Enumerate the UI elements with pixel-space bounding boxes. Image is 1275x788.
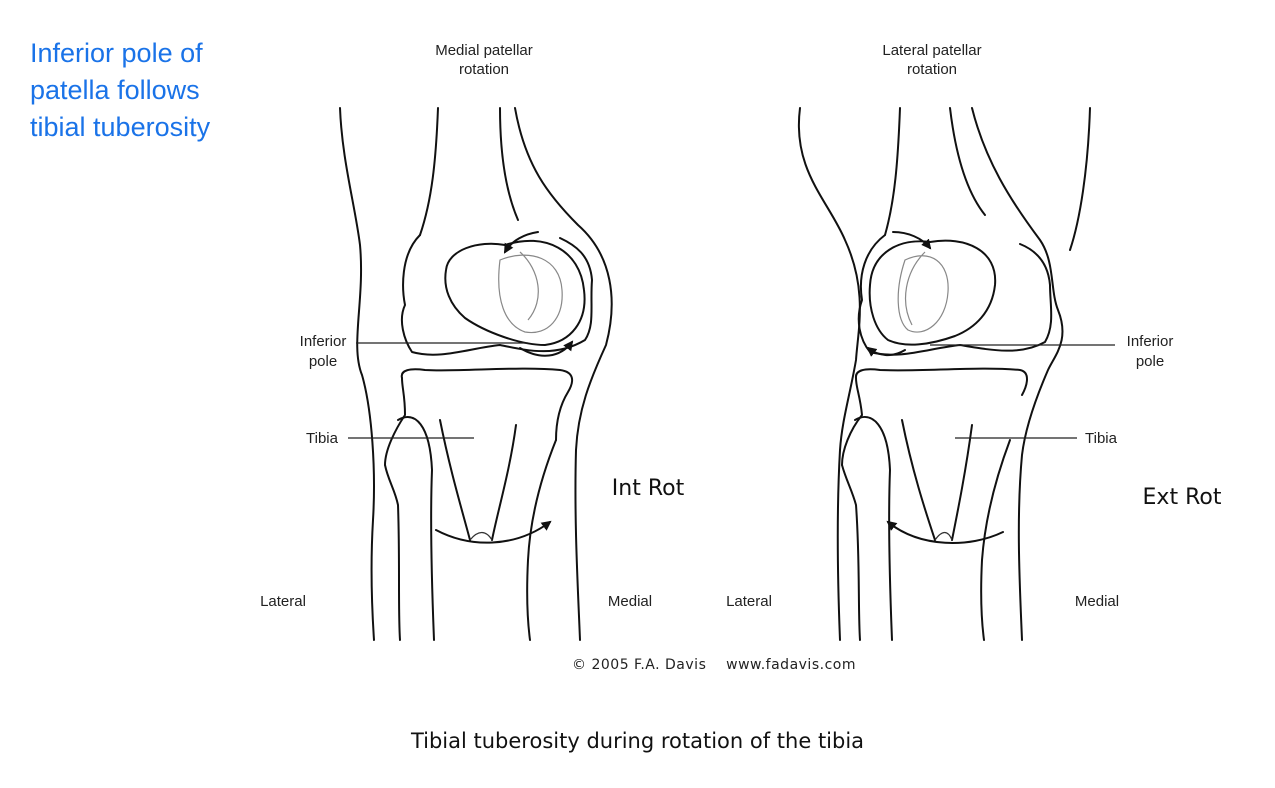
left-tibia-rotation-arrow: [435, 520, 552, 544]
right-femur-shaft: [884, 107, 1091, 251]
left-lateral-label: Lateral: [260, 593, 306, 610]
left-tibia-label: Tibia: [306, 430, 339, 447]
left-tibia-lateral-border: [384, 377, 406, 466]
left-patella: [444, 239, 586, 346]
left-thigh-lateral-outline: [339, 107, 375, 641]
right-patella-rotation-arrow-bottom: [866, 346, 906, 357]
right-tibia-rotation-arrow: [886, 520, 1004, 544]
left-patella-rotation-arrow-top: [503, 231, 539, 254]
left-thigh-medial-outline: [514, 107, 613, 641]
callout-line-2: patella follows: [30, 75, 200, 105]
callout-text: Inferior pole of patella follows tibial …: [30, 35, 270, 146]
right-patella: [868, 239, 997, 346]
left-medial-label: Medial: [608, 593, 652, 610]
left-patella-facet: [498, 251, 563, 334]
left-tibial-tuberosity: [469, 531, 493, 541]
copyright-credit: © 2005 F.A. Davis www.fadavis.com: [572, 657, 856, 673]
right-thigh-medial-outline: [971, 107, 1064, 641]
right-knee-drawing: [797, 107, 1115, 641]
figure-caption: Tibial tuberosity during rotation of the…: [410, 729, 865, 753]
int-rot-label: Int Rot: [612, 476, 685, 501]
right-medial-label: Medial: [1075, 593, 1119, 610]
right-tibial-plateau: [854, 367, 1028, 396]
left-title-line-2: rotation: [459, 61, 509, 78]
callout-line-1: Inferior pole of: [30, 38, 203, 68]
knee-rotation-figure: Medial patellar rotation Inferior pole T…: [260, 42, 1222, 673]
left-tibia-shaft: [439, 419, 557, 641]
left-patella-rotation-arrow-bottom: [519, 340, 574, 357]
right-patella-facet: [897, 251, 949, 333]
right-tibia-lateral-border: [841, 377, 863, 466]
right-fibula: [841, 416, 893, 641]
right-inferior-pole-label-2: pole: [1136, 353, 1164, 370]
left-femoral-condyles: [401, 234, 593, 356]
left-title-line-1: Medial patellar: [435, 42, 533, 59]
left-fibula: [384, 416, 435, 641]
right-tibia-label: Tibia: [1085, 430, 1118, 447]
right-lateral-label: Lateral: [726, 593, 772, 610]
right-thigh-lateral-outline: [797, 107, 861, 641]
right-patella-rotation-arrow-top: [892, 231, 932, 250]
left-inferior-pole-label-2: pole: [309, 353, 337, 370]
right-tibia-shaft: [901, 419, 1011, 641]
left-tibial-plateau: [400, 367, 574, 441]
ext-rot-label: Ext Rot: [1143, 485, 1222, 510]
left-knee-drawing: [339, 107, 613, 641]
right-inferior-pole-label-1: Inferior: [1127, 333, 1174, 350]
callout-line-3: tibial tuberosity: [30, 112, 211, 142]
right-title-line-2: rotation: [907, 61, 957, 78]
left-femur-shaft: [419, 107, 519, 236]
right-tibial-tuberosity: [934, 531, 953, 541]
left-inferior-pole-label-1: Inferior: [300, 333, 347, 350]
right-title-line-1: Lateral patellar: [882, 42, 981, 59]
